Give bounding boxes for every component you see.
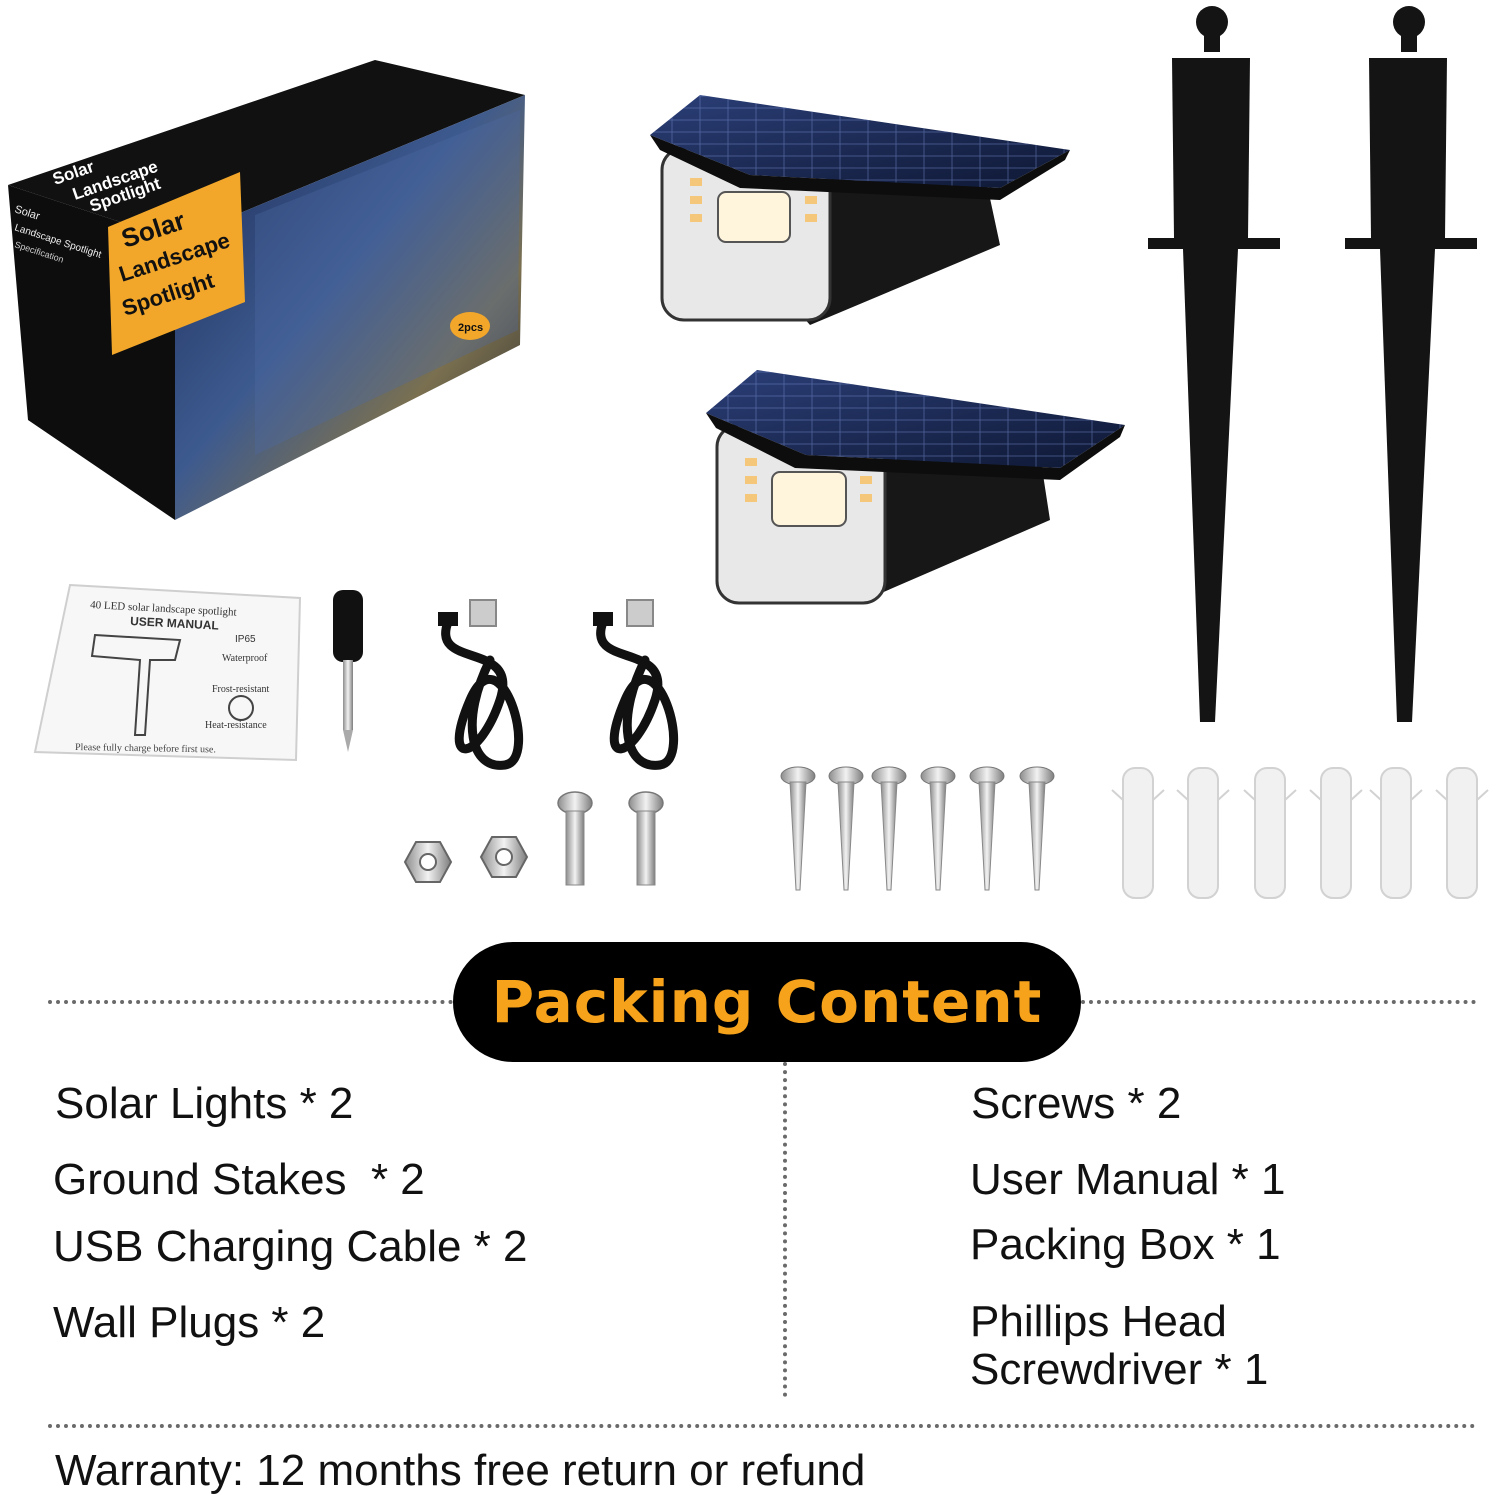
wood-screw-6: [1019, 766, 1055, 891]
machine-screw-2: [628, 791, 664, 886]
wood-screw-4: [920, 766, 956, 891]
column-divider: [783, 1062, 787, 1397]
wood-screw-2: [828, 766, 864, 891]
manual-feature-2: Waterproof: [222, 653, 268, 664]
solar-light-2: [706, 370, 1125, 605]
warranty-text: Warranty: 12 months free return or refun…: [55, 1446, 866, 1495]
manual-footer: Please fully charge before first use.: [75, 742, 216, 755]
item-screwdriver: Phillips Head Screwdriver * 1: [970, 1297, 1269, 1394]
usb-cable-1: [438, 599, 524, 770]
wood-screw-5: [969, 766, 1005, 891]
ground-stake-2: [1345, 6, 1477, 722]
divider-left: [48, 1000, 453, 1004]
wall-plug-3: [1243, 767, 1297, 899]
wall-plug-5: [1369, 767, 1423, 899]
heading-text: Packing Content: [491, 968, 1043, 1036]
item-usb-cable: USB Charging Cable * 2: [53, 1222, 528, 1271]
box-badge: 2pcs: [458, 322, 483, 334]
hex-nut-2: [479, 836, 529, 878]
box-label-panel: [108, 172, 245, 355]
user-manual-sheet: 40 LED solar landscape spotlight USER MA…: [33, 583, 302, 762]
ground-stake-1: [1148, 6, 1280, 722]
wall-plug-2: [1176, 767, 1230, 899]
wall-plug-1: [1111, 767, 1165, 899]
manual-feature-1: IP65: [235, 634, 256, 645]
manual-feature-4: Heat-resistance: [205, 720, 267, 731]
hex-nut-1: [403, 841, 453, 883]
item-packing-box: Packing Box * 1: [970, 1220, 1281, 1269]
usb-cable-2: [593, 599, 679, 770]
item-screws: Screws * 2: [971, 1079, 1182, 1128]
wood-screw-3: [871, 766, 907, 891]
wall-plugs: [1111, 767, 1489, 899]
wood-screw-1: [780, 766, 816, 891]
machine-screw-1: [557, 791, 593, 886]
manual-feature-3: Frost-resistant: [212, 684, 269, 695]
divider-bottom: [48, 1424, 1476, 1428]
item-user-manual: User Manual * 1: [970, 1155, 1286, 1204]
solar-light-1: [650, 95, 1070, 325]
manual-subtitle: USER MANUAL: [130, 614, 219, 633]
item-wall-plugs: Wall Plugs * 2: [53, 1298, 326, 1347]
packing-box: Solar Landscape Spotlight Solar Landscap…: [8, 60, 525, 520]
item-solar-lights: Solar Lights * 2: [55, 1079, 354, 1128]
product-photo: Solar Landscape Spotlight Solar Landscap…: [8, 6, 1489, 899]
divider-right: [1081, 1000, 1476, 1004]
wall-plug-4: [1309, 767, 1363, 899]
packing-content-heading: Packing Content: [453, 942, 1081, 1062]
item-ground-stakes: Ground Stakes * 2: [53, 1155, 425, 1204]
wood-screws: [780, 766, 1055, 891]
wall-plug-6: [1435, 767, 1489, 899]
screwdriver: [333, 590, 363, 752]
